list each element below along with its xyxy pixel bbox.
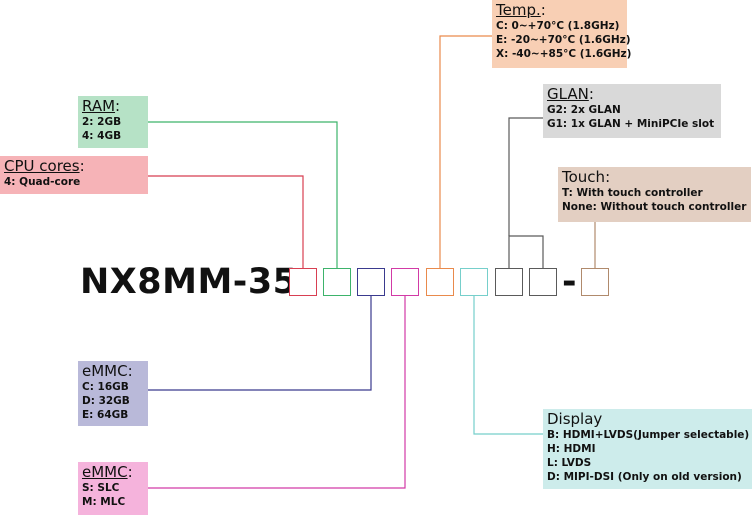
cpu-option-4: 4: Quad-core [4,176,81,188]
ram-legend-title: RAM: [82,97,121,115]
temp-legend-title: Temp.: [496,1,546,19]
glan-branch [508,235,544,268]
temp-connector [439,35,492,268]
cpu-legend: CPU cores: 4: Quad-core [0,156,148,194]
display-legend: Display B: HDMI+LVDS(Jumper selectable) … [543,409,752,489]
slot-emmc-size [357,268,385,296]
slot-touch [581,268,609,296]
emmc-type-option-m: M: MLC [82,496,126,508]
emmc-size-legend: eMMC: C: 16GB D: 32GB E: 64GB [78,361,148,426]
touch-option-t: T: With touch controller [562,187,703,199]
ram-option-4: 4: 4GB [82,130,122,142]
temp-option-e: E: -20~+70°C (1.6GHz) [496,34,631,46]
model-separator: - [562,262,577,302]
emmc-type-legend: eMMC: S: SLC M: MLC [78,462,148,515]
glan-option-g2: G2: 2x GLAN [547,104,621,116]
slot-ram [323,268,351,296]
display-option-d: D: MIPI-DSI (Only on old version) [547,471,742,483]
ram-connector [148,121,338,268]
slot-temp [426,268,454,296]
temp-option-x: X: -40~+85°C (1.6GHz) [496,48,632,60]
emmc-size-option-e: E: 64GB [82,409,129,421]
display-legend-title: Display [547,410,603,428]
emmc-type-connector [148,296,406,489]
glan-legend-title: GLAN: [547,85,594,103]
slot-glan-1 [495,268,523,296]
model-prefix: NX8MM-35- [80,262,313,302]
display-option-l: L: LVDS [547,457,592,469]
glan-legend: GLAN: G2: 2x GLAN G1: 1x GLAN + MiniPCIe… [543,84,721,138]
display-option-b: B: HDMI+LVDS(Jumper selectable) [547,429,750,441]
display-option-h: H: HDMI [547,443,596,455]
slot-emmc-type [391,268,419,296]
emmc-size-option-d: D: 32GB [82,395,130,407]
emmc-size-legend-title: eMMC: [82,362,133,380]
touch-option-none: None: Without touch controller [562,201,747,213]
emmc-size-connector [148,296,372,391]
ram-option-2: 2: 2GB [82,116,122,128]
display-connector [473,296,543,435]
temp-option-c: C: 0~+70°C (1.8GHz) [496,20,620,32]
ram-legend: RAM: 2: 2GB 4: 4GB [78,96,148,148]
glan-connector [508,117,543,236]
emmc-type-legend-title: eMMC: [82,463,133,481]
slot-cpu-cores [289,268,317,296]
glan-option-g1: G1: 1x GLAN + MiniPCIe slot [547,118,715,130]
touch-legend-title: Touch: [562,168,611,186]
cpu-connector [148,175,304,268]
touch-legend: Touch: T: With touch controller None: Wi… [558,167,751,222]
slot-display [460,268,488,296]
emmc-type-option-s: S: SLC [82,482,120,494]
emmc-size-option-c: C: 16GB [82,381,129,393]
temp-legend: Temp.: C: 0~+70°C (1.8GHz) E: -20~+70°C … [492,0,632,68]
slot-glan-2 [529,268,557,296]
cpu-legend-title: CPU cores: [4,157,85,175]
